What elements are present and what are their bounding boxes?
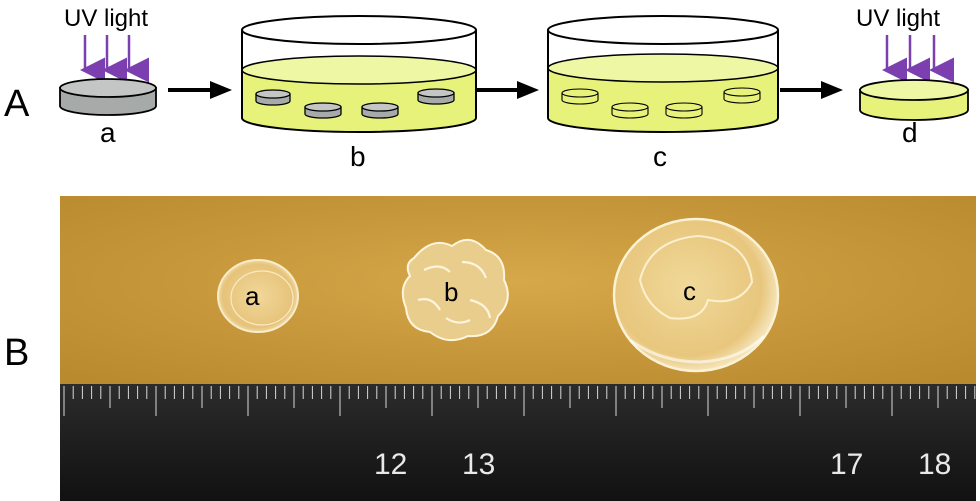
sample-label-c: c (683, 276, 696, 306)
process-arrow-icon (168, 81, 232, 99)
step-label-a: a (100, 117, 116, 148)
paper-background (60, 196, 976, 386)
petri-dish-c-icon (547, 15, 779, 133)
step-label-d: d (902, 117, 918, 148)
process-arrow-icon (780, 81, 843, 99)
ruler-number-17: 17 (830, 448, 863, 481)
ruler-number-13: 13 (462, 448, 495, 481)
sample-label-a: a (245, 281, 260, 311)
uv-arrows-left (80, 35, 149, 83)
ruler-ticks (63, 386, 976, 416)
panel-b-label: B (4, 332, 29, 374)
petri-dish-b-icon (241, 15, 477, 133)
hydrogel-sample-b (401, 239, 509, 342)
hydrogel-sample-a (217, 259, 299, 333)
disk-a-icon (59, 78, 157, 116)
step-label-c: c (653, 141, 667, 172)
step-label-b: b (350, 141, 366, 172)
ruler-number-12: 12 (374, 448, 407, 481)
uv-light-label-left: UV light (64, 5, 148, 32)
uv-light-label-right: UV light (856, 5, 940, 32)
uv-arrows-right (882, 35, 954, 83)
process-arrow-icon (476, 81, 539, 99)
sample-label-b: b (444, 277, 458, 307)
ruler-number-18: 18 (918, 448, 951, 481)
disk-d-icon (859, 79, 969, 121)
hydrogel-sample-c (612, 217, 780, 373)
panel-a-label: A (4, 83, 30, 125)
photo-panel: 12 13 17 18 a b c (60, 196, 976, 501)
ruler (60, 384, 976, 501)
